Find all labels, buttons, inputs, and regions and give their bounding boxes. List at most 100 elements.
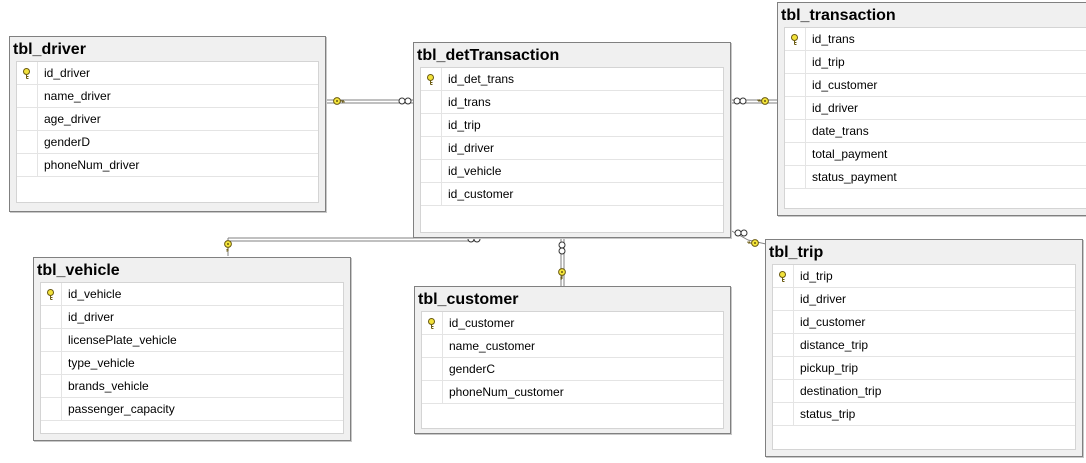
column-name: pickup_trip [800, 361, 859, 375]
column-row[interactable]: name_driver [17, 85, 318, 108]
table-title: tbl_detTransaction [417, 47, 560, 64]
rel-customer-dettransaction [558, 237, 566, 286]
key-cell [785, 143, 806, 165]
column-name: id_customer [812, 78, 878, 92]
table-customer[interactable]: tbl_customer id_customer name_customer g… [414, 286, 731, 434]
column-row[interactable]: type_vehicle [41, 352, 343, 375]
column-row[interactable]: status_payment [785, 166, 1086, 189]
table-trip[interactable]: tbl_trip id_trip id_driver id_customer d… [765, 239, 1083, 457]
column-row[interactable]: destination_trip [773, 380, 1075, 403]
column-name: name_customer [449, 339, 536, 353]
rel-vehicle-dettransaction [224, 235, 481, 256]
column-row[interactable]: total_payment [785, 143, 1086, 166]
key-cell [785, 51, 806, 73]
column-row[interactable]: pickup_trip [773, 357, 1075, 380]
column-row[interactable]: date_trans [785, 120, 1086, 143]
table-driver[interactable]: tbl_driver id_driver name_driver age_dri… [9, 36, 326, 212]
column-row[interactable]: id_vehicle [41, 283, 343, 306]
column-name: distance_trip [800, 338, 869, 352]
column-row[interactable]: id_driver [17, 62, 318, 85]
column-row[interactable]: name_customer [422, 335, 723, 358]
column-name: destination_trip [800, 384, 882, 398]
column-grid: id_driver name_driver age_driver genderD… [16, 61, 319, 203]
column-row[interactable]: id_customer [422, 312, 723, 335]
table-title: tbl_vehicle [37, 262, 120, 279]
key-cell [41, 329, 62, 351]
column-row[interactable]: passenger_capacity [41, 398, 343, 421]
primary-key-cell [17, 62, 38, 84]
key-cell [785, 166, 806, 188]
key-cell [773, 311, 794, 333]
column-name: phoneNum_customer [449, 385, 564, 399]
primary-key-cell [422, 312, 443, 334]
column-row[interactable]: genderD [17, 131, 318, 154]
column-name: id_det_trans [448, 72, 515, 86]
column-row[interactable]: id_trip [421, 114, 723, 137]
column-name: status_payment [812, 170, 897, 184]
column-row[interactable]: id_driver [41, 306, 343, 329]
primary-key-icon [427, 74, 434, 85]
column-row[interactable]: phoneNum_driver [17, 154, 318, 177]
column-row[interactable]: id_det_trans [421, 68, 723, 91]
column-row[interactable]: id_driver [773, 288, 1075, 311]
primary-key-icon [791, 34, 798, 45]
column-name: id_driver [812, 101, 859, 115]
table-transaction[interactable]: tbl_transaction id_trans id_trip id_cust… [777, 2, 1086, 216]
primary-key-icon [428, 318, 435, 329]
column-row[interactable]: distance_trip [773, 334, 1075, 357]
column-row[interactable]: phoneNum_customer [422, 381, 723, 404]
key-cell [17, 131, 38, 153]
column-grid: id_trans id_trip id_customer id_driver d… [784, 27, 1086, 209]
column-row[interactable]: id_customer [785, 74, 1086, 97]
column-row[interactable]: licensePlate_vehicle [41, 329, 343, 352]
column-row[interactable]: genderC [422, 358, 723, 381]
column-name: id_trip [448, 118, 481, 132]
column-row[interactable]: id_customer [773, 311, 1075, 334]
column-name: age_driver [44, 112, 101, 126]
column-name: id_trans [448, 95, 491, 109]
column-name: date_trans [812, 124, 869, 138]
rel-driver-dettransaction [325, 97, 415, 105]
column-row[interactable]: status_trip [773, 403, 1075, 426]
table-vehicle[interactable]: tbl_vehicle id_vehicle id_driver license… [33, 257, 351, 441]
column-name: id_vehicle [68, 287, 122, 301]
column-name: name_driver [44, 89, 111, 103]
key-cell [17, 85, 38, 107]
key-cell [421, 137, 442, 159]
key-cell [421, 114, 442, 136]
column-row[interactable]: id_vehicle [421, 160, 723, 183]
column-row[interactable]: id_trip [785, 51, 1086, 74]
column-name: id_driver [44, 66, 91, 80]
column-name: total_payment [812, 147, 888, 161]
column-name: id_customer [800, 315, 866, 329]
table-dettransaction[interactable]: tbl_detTransaction id_det_trans id_trans… [413, 42, 731, 238]
key-cell [773, 380, 794, 402]
column-name: status_trip [800, 407, 856, 421]
column-row[interactable]: id_driver [421, 137, 723, 160]
key-cell [773, 357, 794, 379]
column-name: genderC [449, 362, 496, 376]
key-cell [17, 154, 38, 176]
column-row[interactable]: id_trans [421, 91, 723, 114]
key-cell [41, 398, 62, 420]
column-name: id_driver [448, 141, 495, 155]
column-row[interactable]: id_customer [421, 183, 723, 206]
key-cell [41, 352, 62, 374]
column-grid: id_customer name_customer genderC phoneN… [421, 311, 724, 429]
primary-key-icon [779, 271, 786, 282]
column-row[interactable]: id_driver [785, 97, 1086, 120]
column-name: id_customer [448, 187, 514, 201]
key-cell [421, 183, 442, 205]
primary-key-icon [47, 289, 54, 300]
table-title: tbl_driver [13, 41, 86, 58]
key-cell [773, 334, 794, 356]
column-row[interactable]: id_trans [785, 28, 1086, 51]
column-row[interactable]: id_trip [773, 265, 1075, 288]
key-cell [785, 120, 806, 142]
column-row[interactable]: brands_vehicle [41, 375, 343, 398]
column-name: licensePlate_vehicle [68, 333, 177, 347]
rel-transaction-dettransaction [730, 97, 778, 105]
column-row[interactable]: age_driver [17, 108, 318, 131]
primary-key-icon [23, 68, 30, 79]
table-title: tbl_trip [769, 244, 824, 261]
